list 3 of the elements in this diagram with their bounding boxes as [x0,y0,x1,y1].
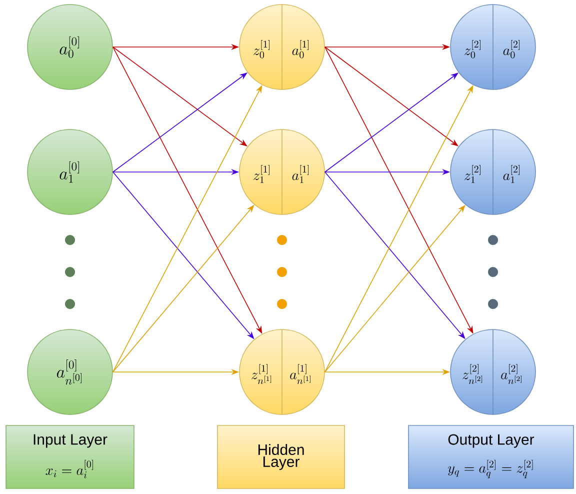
layer-box: Output Layer $y_q = a_q^{[2]} = z_q^{[2]}$ [408,425,574,489]
layer-box: Hidden Layer [217,425,345,489]
layer-box: Input Layer $x_i = a_i^{[0]}$ [6,425,134,489]
